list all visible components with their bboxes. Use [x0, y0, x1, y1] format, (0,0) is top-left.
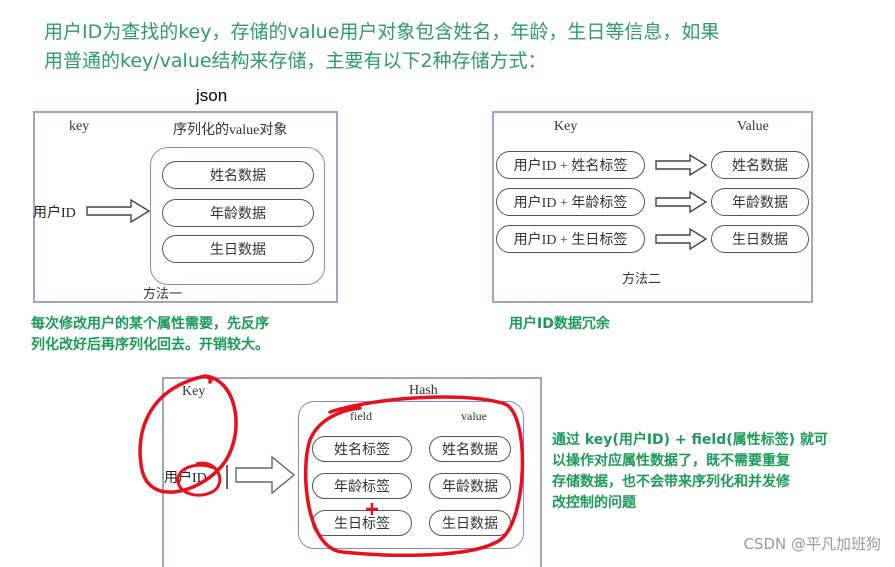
- hash-value-header: value: [461, 409, 487, 423]
- red-plus-icon: [366, 503, 378, 515]
- hash-note-line-4: 改控制的问题: [552, 495, 636, 511]
- hash-value-row-2: 年龄数据: [429, 473, 511, 499]
- intro-line-2: 用普通的key/value结构来存储，主要有以下2种存储方式：: [44, 50, 547, 72]
- hash-field-row-1: 姓名标签: [312, 436, 412, 462]
- method1-caption: 方法一: [143, 286, 183, 301]
- hash-value-row-1: 姓名数据: [429, 436, 511, 462]
- hash-user-id: 用户ID: [164, 471, 207, 486]
- method1-key-header: key: [69, 119, 90, 134]
- method2-key-row-2: 用户ID + 年龄标签: [496, 188, 645, 216]
- method2-note: 用户ID数据冗余: [509, 316, 610, 332]
- hash-field-header: field: [350, 409, 372, 423]
- method2-key-header: Key: [554, 119, 578, 134]
- method2-key-row-3: 用户ID + 生日标签: [496, 225, 645, 253]
- red-circle-userid-icon: [176, 461, 222, 497]
- method1-note-line-2: 列化改好后再序列化回去。开销较大。: [31, 337, 269, 353]
- method1-value-header: 序列化的value对象: [173, 123, 288, 138]
- watermark: CSDN @平凡加班狗: [743, 535, 881, 553]
- red-circle-key-icon: [138, 374, 238, 494]
- method2-panel: Key Value 用户ID + 姓名标签 用户ID + 年龄标签 用户ID +…: [492, 111, 813, 303]
- method1-field-name: 姓名数据: [162, 161, 314, 189]
- hash-hash-header: Hash: [409, 383, 438, 398]
- method2-value-header: Value: [737, 119, 769, 134]
- method1-arrow-icon: [86, 198, 151, 224]
- method1-field-age: 年龄数据: [162, 199, 314, 227]
- hash-note-line-3: 存储数据，也不会带来序列化和并发修: [552, 474, 790, 490]
- method1-panel: key 序列化的value对象 姓名数据 年龄数据 生日数据 用户ID 方法一: [33, 111, 338, 303]
- hash-field-row-2: 年龄标签: [312, 473, 412, 499]
- method2-arrow-icon-2: [655, 190, 708, 214]
- method1-note: 每次修改用户的某个属性需要，先反序 列化改好后再序列化回去。开销较大。: [31, 314, 269, 356]
- hash-key-header: Key: [182, 384, 206, 399]
- method2-arrow-icon-3: [655, 227, 708, 251]
- json-label: json: [196, 86, 228, 105]
- method1-user-id: 用户ID: [33, 206, 76, 221]
- method2-value-row-2: 年龄数据: [711, 188, 809, 216]
- method2-value-row-1: 姓名数据: [711, 151, 809, 179]
- red-circle-hash-icon: [303, 395, 525, 557]
- hash-note-line-2: 以操作对应属性数据了，既不需要重复: [552, 453, 790, 469]
- method2-key-row-1: 用户ID + 姓名标签: [496, 151, 645, 179]
- hash-note: 通过 key(用户ID) + field(属性标签) 就可 以操作对应属性数据了…: [552, 430, 828, 514]
- method1-field-birthday: 生日数据: [162, 235, 314, 263]
- hash-arrow-icon: [235, 455, 296, 495]
- method2-value-row-3: 生日数据: [711, 225, 809, 253]
- intro-line-1: 用户ID为查找的key，存储的value用户对象包含姓名，年龄，生日等信息，如果: [44, 21, 720, 43]
- hash-field-row-3: 生日标签: [312, 510, 412, 536]
- hash-value-row-3: 生日数据: [429, 510, 511, 536]
- hash-user-id-divider: [226, 465, 228, 489]
- method1-note-line-1: 每次修改用户的某个属性需要，先反序: [31, 316, 269, 332]
- method2-arrow-icon-1: [655, 153, 708, 177]
- hash-note-line-1: 通过 key(用户ID) + field(属性标签) 就可: [552, 432, 828, 448]
- method2-caption: 方法二: [622, 271, 662, 286]
- method1-value-object-box: [150, 147, 325, 285]
- intro-text: 用户ID为查找的key，存储的value用户对象包含姓名，年龄，生日等信息，如果…: [44, 18, 874, 76]
